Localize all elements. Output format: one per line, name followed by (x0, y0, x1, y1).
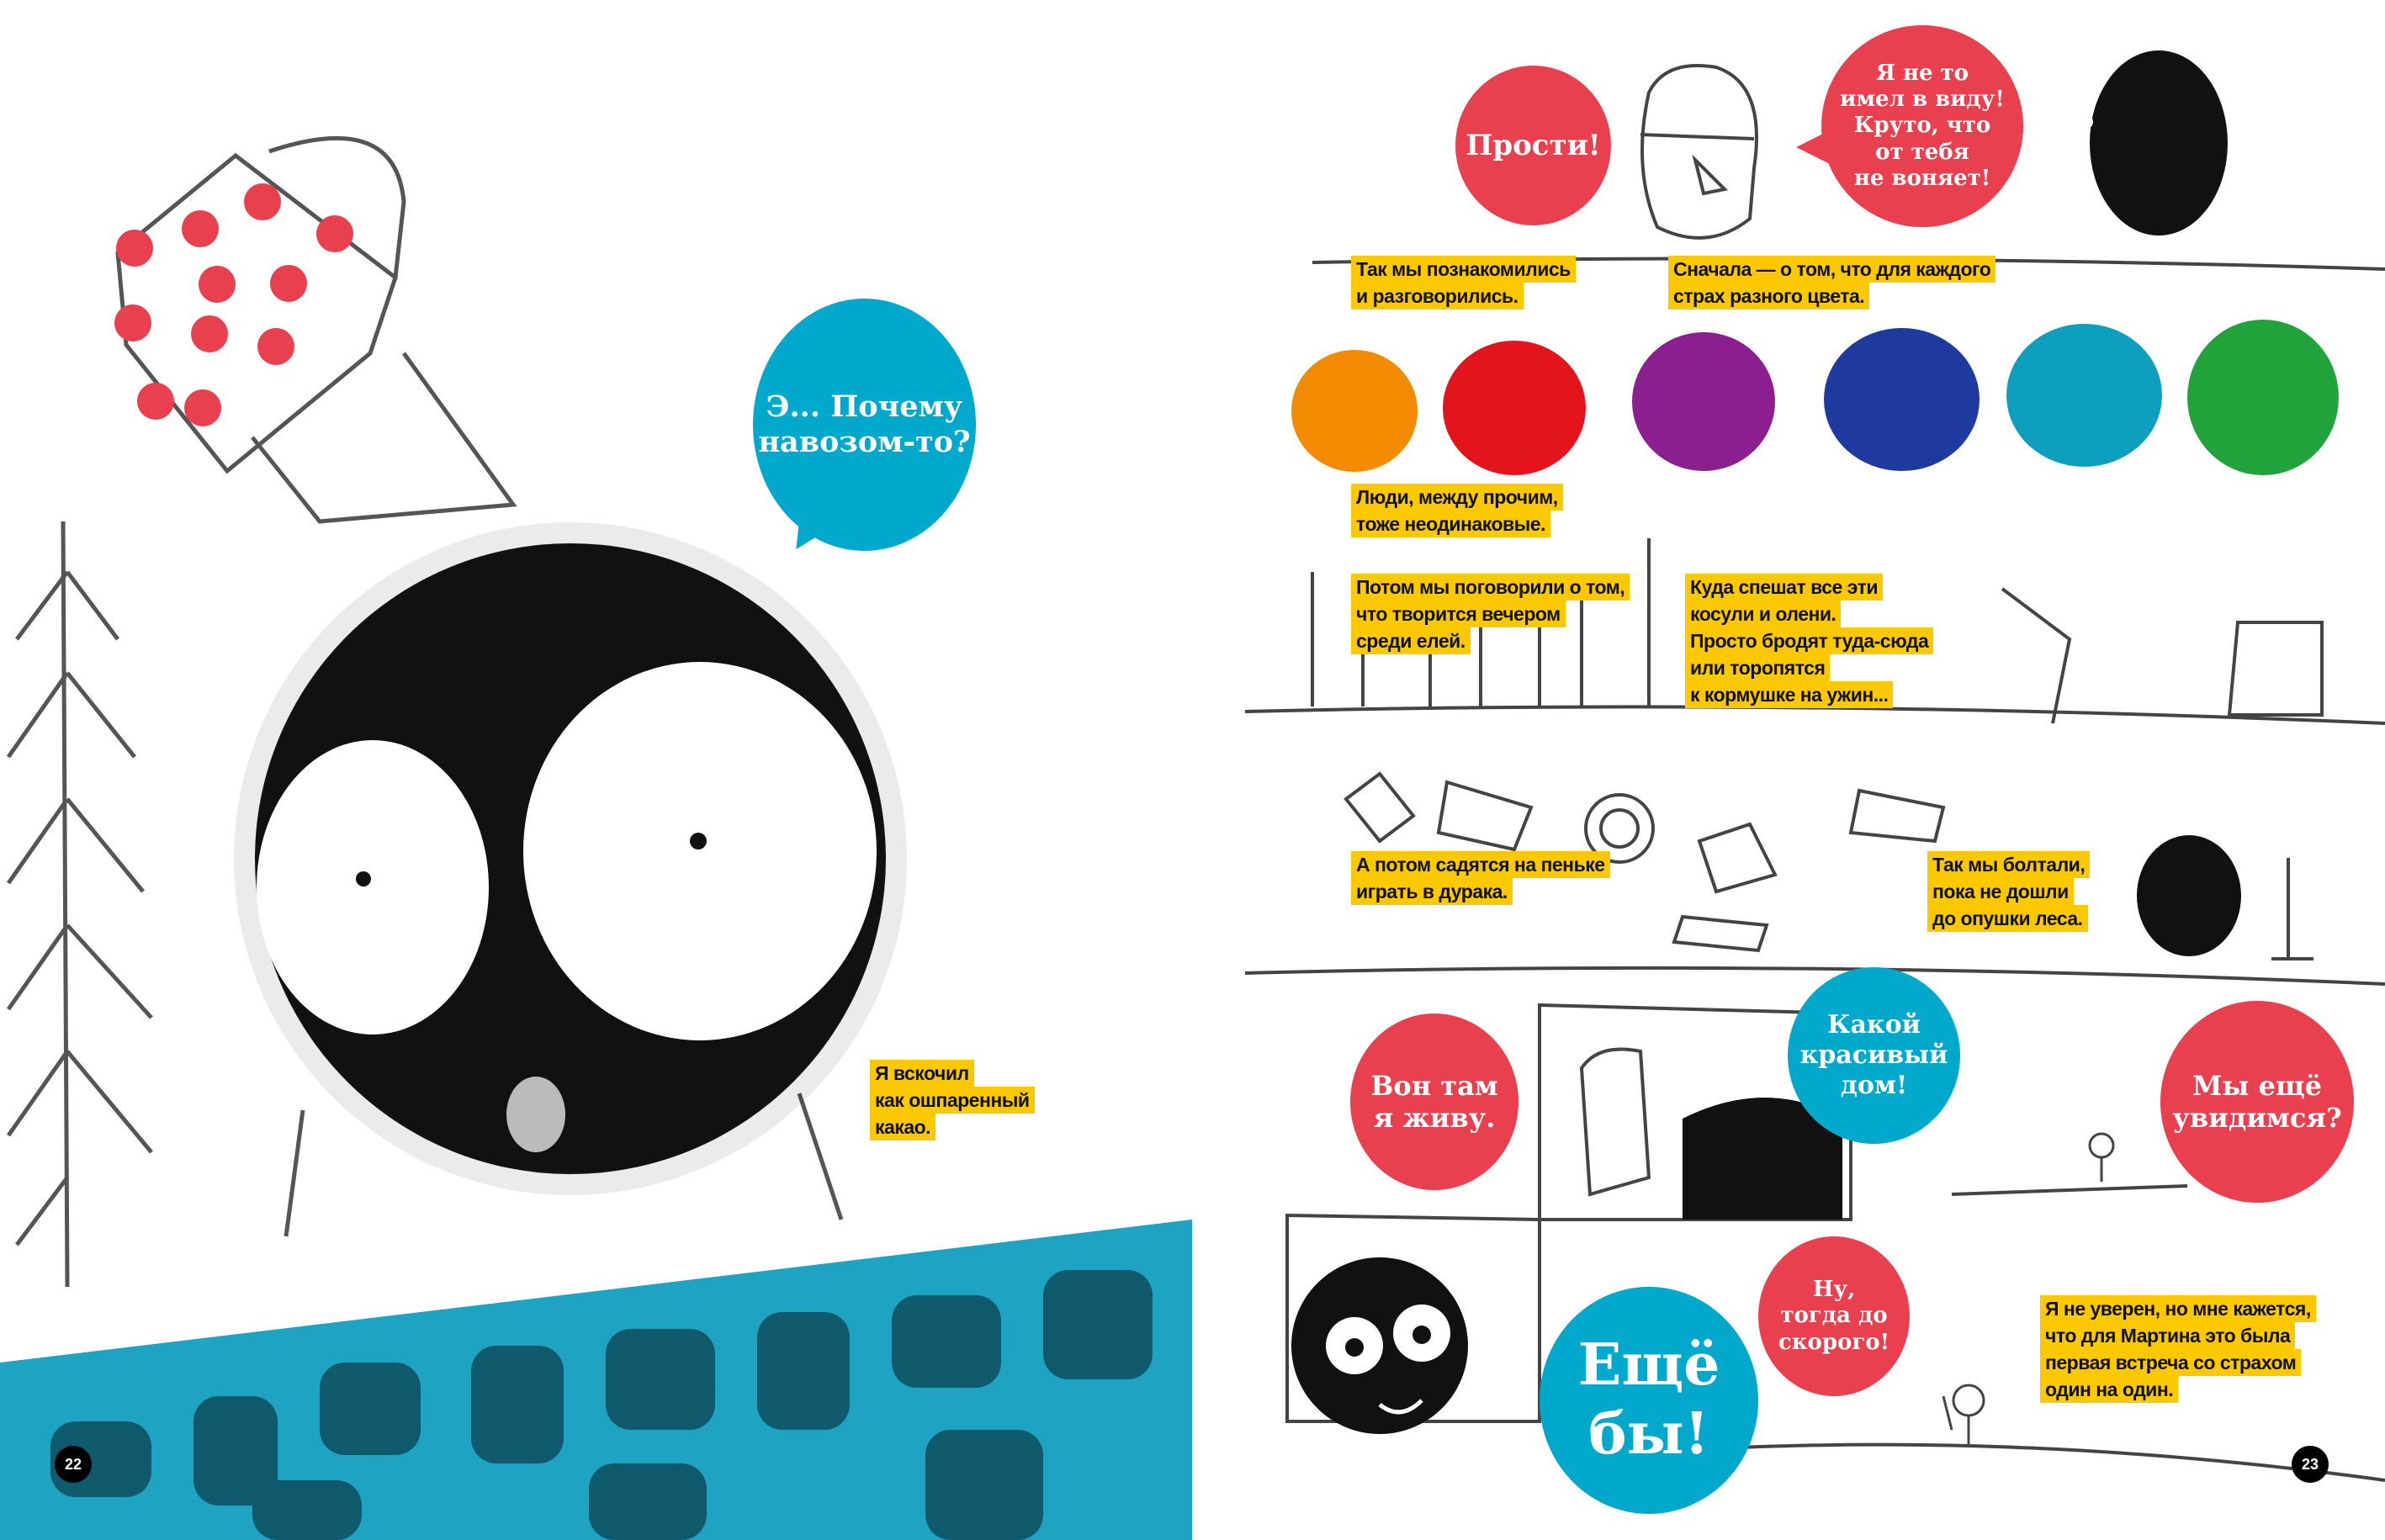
caption-line: что для Мартина это была (2040, 1322, 2296, 1349)
fear-black-happy (1291, 1257, 1468, 1434)
speech-bubble-see-again: Мы ещё увидимся? (2160, 1001, 2354, 1203)
waving-boy (1942, 1132, 2115, 1447)
caption-evening: Потом мы поговорили о том, что творится … (1351, 574, 1630, 654)
caption-line: первая встреча со страхом (2040, 1349, 2302, 1376)
caption-line: Так мы болтали, (1927, 851, 2091, 878)
caption-line: один на один. (2040, 1376, 2179, 1403)
caption-chatted: Так мы болтали, пока не дошли до опушки … (1927, 851, 2091, 932)
caption-line: какао. (870, 1114, 936, 1140)
caption-line: к кормушке на ужин... (1685, 681, 1894, 708)
caption-final: Я не уверен, но мне кажется, что для Мар… (2040, 1295, 2316, 1403)
fear-red (1443, 341, 1586, 475)
speech-bubble-sorry: Прости! (1455, 66, 1611, 225)
fear-orange (1291, 350, 1418, 472)
caption-line: как ошпаренный (870, 1087, 1035, 1114)
caption-line: тоже неодинаковые. (1351, 511, 1550, 537)
caption-line: среди елей. (1351, 627, 1471, 654)
caption-line: или торопятся (1685, 654, 1831, 681)
speech-bubble-see-you-soon: Ну, тогда до скорого! (1758, 1236, 1910, 1396)
caption-line: Куда спешат все эти (1685, 574, 1883, 601)
caption-line: играть в дурака. (1351, 878, 1513, 905)
caption-line: Я не уверен, но мне кажется, (2040, 1295, 2316, 1322)
caption-colors: Сначала — о том, что для каждого страх р… (1668, 256, 1996, 310)
teal-rug (0, 1220, 1192, 1540)
big-fear-character (234, 522, 907, 1237)
caption-line: Просто бродят туда-сюда (1685, 627, 1934, 654)
speech-bubble-i-live-there: Вон там я живу. (1350, 1013, 1518, 1190)
fear-black-top (2053, 50, 2228, 235)
caption-line: страх разного цвета. (1668, 283, 1870, 310)
fear-purple (1632, 332, 1775, 471)
caption-met: Так мы познакомились и разговорились. (1351, 256, 1576, 310)
caption-deer: Куда спешат все эти косули и олени. Прос… (1685, 574, 1934, 708)
mug-drawing (114, 135, 517, 524)
caption-line: Я вскочил (870, 1060, 974, 1087)
caption-line: А потом садятся на пеньке (1351, 851, 1610, 878)
fear-teal (2006, 324, 2162, 467)
fear-green (2187, 320, 2339, 475)
caption-line: Сначала — о том, что для каждого (1668, 256, 1996, 283)
caption-line: что творится вечером (1351, 601, 1566, 627)
page-number-left: 22 (55, 1446, 92, 1483)
house-scene (1579, 1047, 1842, 1220)
speech-bubble-not-meant: Я не то имел в виду! Круто, что от тебя … (1821, 25, 2023, 227)
caption-line: Так мы познакомились (1351, 256, 1576, 283)
speech-bubble-why-manure: Э... Почему навозом-то? (753, 299, 976, 551)
boy-head-drawing (1640, 64, 1758, 240)
caption-stump: А потом садятся на пеньке играть в дурак… (1351, 851, 1610, 905)
mouth (506, 1077, 565, 1152)
tree-drawing (6, 521, 153, 1288)
left-eye (257, 740, 489, 1035)
fear-black-mid (2137, 835, 2313, 961)
caption-line: Потом мы поговорили о том, (1351, 574, 1630, 601)
speech-bubble-sure: Ещё бы! (1540, 1287, 1758, 1514)
caption-jumped: Я вскочил как ошпаренный какао. (870, 1060, 1035, 1140)
caption-line: пока не дошли (1927, 878, 2074, 905)
right-eye (523, 662, 877, 1040)
page-number-right: 23 (2292, 1446, 2329, 1483)
caption-line: косули и олени. (1685, 601, 1842, 627)
caption-people: Люди, между прочим, тоже неодинаковые. (1351, 484, 1563, 537)
caption-line: и разговорились. (1351, 283, 1524, 310)
fear-navy (1824, 328, 1980, 471)
caption-line: Люди, между прочим, (1351, 484, 1563, 511)
speech-bubble-beautiful-house: Какой красивый дом! (1788, 967, 1960, 1144)
caption-line: до опушки леса. (1927, 905, 2088, 932)
